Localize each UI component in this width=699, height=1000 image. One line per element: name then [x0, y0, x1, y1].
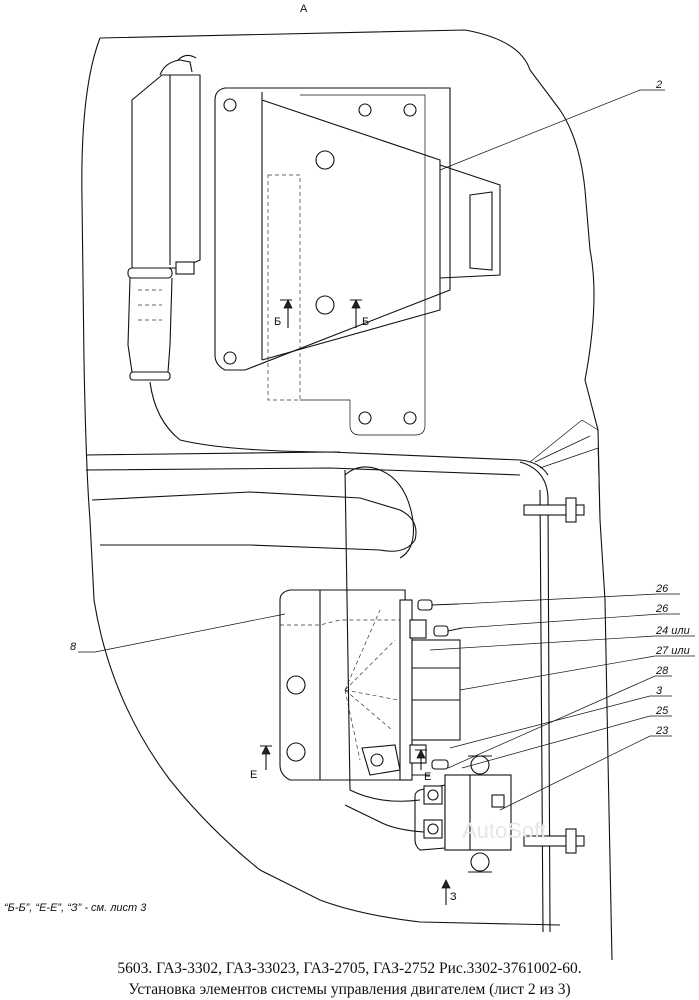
section-b-right-arrow	[351, 299, 361, 309]
relay-wires	[344, 469, 425, 833]
leader-23	[499, 735, 672, 811]
leader-3	[449, 695, 672, 749]
callout-3: 3	[656, 685, 663, 697]
leader-27	[459, 655, 695, 691]
callout-27: 27 или	[655, 645, 690, 657]
section-e-right-arrow	[416, 749, 426, 759]
leader-28	[447, 675, 672, 769]
section-e-right-label: Е	[424, 771, 431, 783]
section-z-label: З	[450, 891, 457, 903]
right-rail-inner	[539, 489, 544, 933]
section-b-left-arrow	[283, 299, 293, 309]
callout-2: 2	[655, 79, 662, 91]
module-23	[414, 755, 512, 873]
hose-band-upper	[85, 451, 549, 476]
panel-outline	[81, 29, 613, 961]
figure-caption: 5603. ГАЗ-3302, ГАЗ-33023, ГАЗ-2705, ГАЗ…	[0, 958, 699, 1000]
leader-25	[461, 715, 672, 769]
right-rail-edge	[529, 419, 601, 521]
section-b-right-label: Б	[362, 316, 369, 328]
right-rail-outer	[519, 461, 551, 933]
section-e-left-arrow	[261, 745, 271, 755]
hose-band-low	[91, 491, 417, 552]
section-b-left-label: Б	[274, 316, 281, 328]
sensor-connector	[127, 54, 341, 453]
callout-28: 28	[655, 665, 669, 677]
leader-26b	[461, 613, 680, 629]
leader-26a	[457, 593, 680, 605]
leader-24	[429, 635, 695, 651]
callout-26b: 26	[655, 603, 669, 615]
callout-24: 24 или	[655, 625, 690, 637]
leader-8	[78, 613, 286, 653]
caption-line-2: Установка элементов системы управления д…	[128, 981, 571, 998]
leader-2	[439, 89, 665, 171]
module-8	[279, 589, 461, 781]
watermark-text: AutoSoft	[462, 818, 546, 843]
section-footnote: “Б-Б”, “Е-Е”, “З” - см. лист 3	[4, 902, 147, 914]
section-z-arrow	[441, 879, 451, 889]
view-label: А	[300, 3, 308, 15]
caption-line-1: 5603. ГАЗ-3302, ГАЗ-33023, ГАЗ-2705, ГАЗ…	[117, 960, 582, 977]
callout-26a: 26	[655, 583, 669, 595]
hose-band-mid	[85, 467, 521, 476]
callout-8: 8	[70, 641, 77, 653]
callout-23: 23	[655, 725, 669, 737]
callout-25: 25	[655, 705, 669, 717]
section-e-left-label: Е	[250, 769, 257, 781]
rail-bolt-lower	[523, 828, 585, 854]
hose-loop	[344, 466, 415, 559]
wire-pins	[412, 599, 463, 776]
module-2	[214, 87, 501, 436]
rail-bolt-upper	[523, 497, 585, 523]
